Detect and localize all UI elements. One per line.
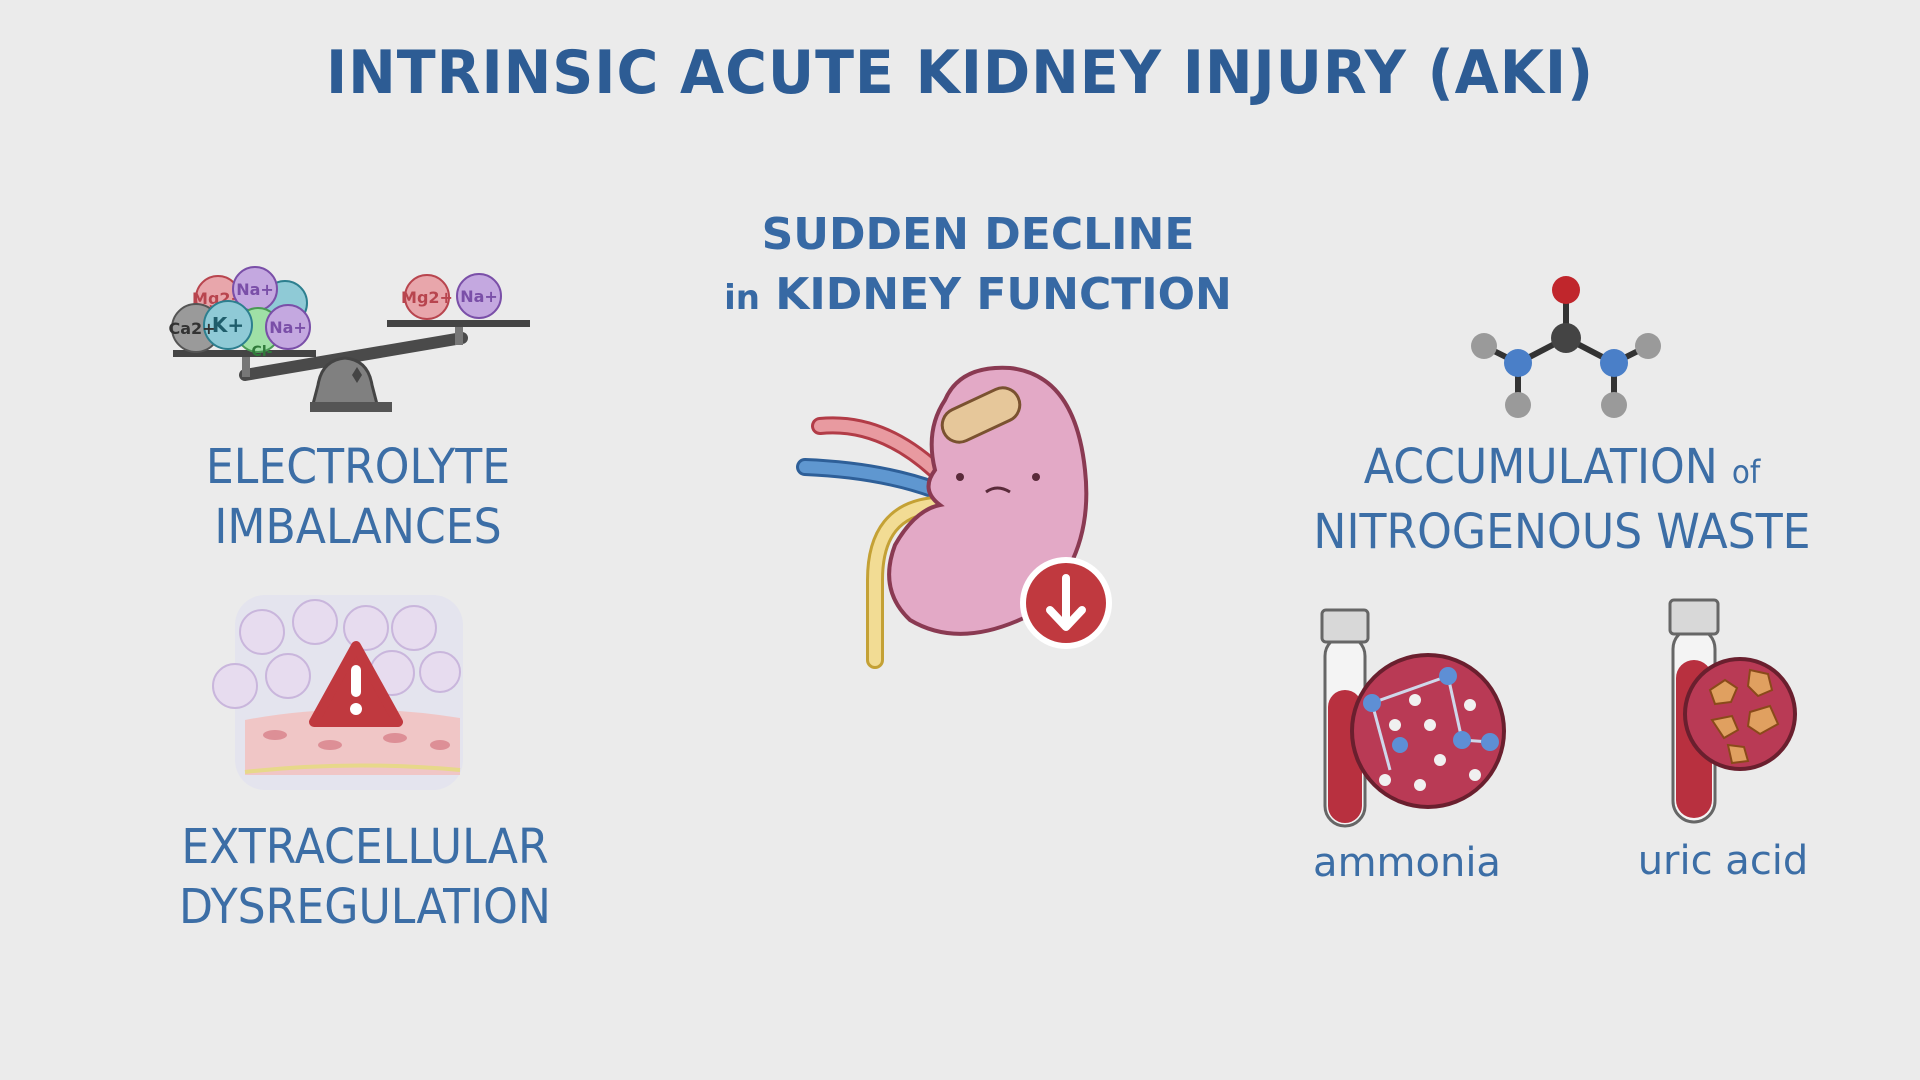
- extracellular-label-line2: DYSREGULATION: [179, 879, 551, 935]
- center-heading: SUDDEN DECLINE in KIDNEY FUNCTION: [724, 205, 1232, 328]
- extracellular-label-line1: EXTRACELLULAR: [181, 819, 549, 875]
- ion-label: Na+: [236, 280, 274, 299]
- balance-scale-icon: Mg2+ Na+ K+ Na+ Mg2+ Na+ Ca2+ Cl-: [168, 266, 530, 412]
- center-heading-line2: KIDNEY FUNCTION: [775, 269, 1232, 320]
- urea-molecule-icon: [1471, 276, 1661, 418]
- ion-label: Ca2+: [168, 319, 215, 338]
- nitrogenous-label-line1: ACCUMULATION: [1363, 439, 1718, 495]
- center-heading-prefix: in: [724, 278, 760, 318]
- extracellular-label: EXTRACELLULAR DYSREGULATION: [179, 817, 551, 937]
- cell-tissue-warning-icon: [212, 595, 463, 790]
- ion-label: Na+: [269, 318, 307, 337]
- nitrogenous-label: ACCUMULATION of NITROGENOUS WASTE: [1313, 437, 1810, 562]
- uric-acid-label: uric acid: [1637, 838, 1809, 884]
- ammonia-label: ammonia: [1313, 840, 1501, 886]
- kidney-icon: [796, 365, 1112, 669]
- nitrogenous-label-line2: NITROGENOUS WASTE: [1313, 504, 1811, 560]
- ion-label: K+: [212, 313, 244, 337]
- uric-acid-blood-tube-icon: [1668, 598, 1797, 824]
- ammonia-blood-tube-icon: [1320, 608, 1506, 828]
- electrolyte-label: ELECTROLYTE IMBALANCES: [206, 437, 510, 557]
- page-title: INTRINSIC ACUTE KIDNEY INJURY (AKI): [325, 38, 1595, 108]
- electrolyte-label-line1: ELECTROLYTE: [205, 439, 511, 495]
- electrolyte-label-line2: IMBALANCES: [214, 499, 502, 555]
- ion-label: Na+: [460, 287, 498, 306]
- nitrogenous-label-of: of: [1731, 453, 1761, 491]
- center-heading-line1: SUDDEN DECLINE: [761, 209, 1195, 260]
- ion-label: Mg2+: [401, 288, 453, 307]
- ion-label: Cl-: [252, 344, 273, 360]
